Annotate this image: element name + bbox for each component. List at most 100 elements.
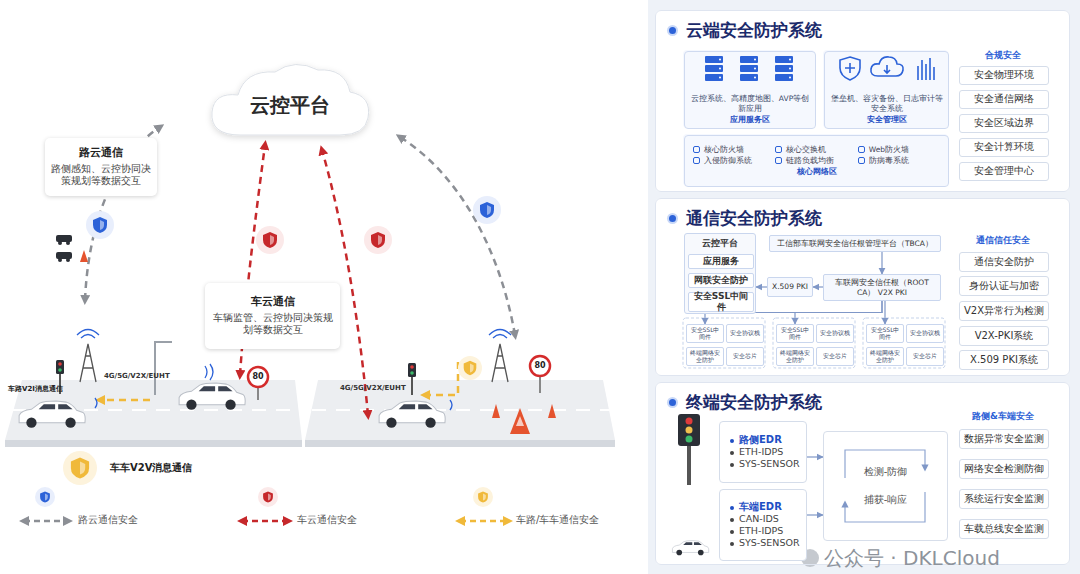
callout-box: 车云通信车辆监管、云控协同决策规划等数据交互 [205,283,340,349]
node-text: 车端EDR [730,501,782,514]
node-text: 安全管理区 [867,115,907,125]
node-text: V2X-PKI系统 [975,330,1034,343]
connector [807,514,823,515]
node-text: 应用服务 [703,256,739,267]
module-box: 安全SSL中间件 [686,324,724,343]
node-text: 云控系统、高精度地图、AVP等创新应用 [690,94,810,113]
node-text: 车载总线安全监测 [964,523,1044,536]
module-box: 终端网络安全防护 [686,347,724,366]
connector [813,286,823,287]
node-text: 安全管理中心 [974,165,1034,178]
node-text: 安全协议栈 [820,330,850,337]
edr-box: 路侧EDRETH-IDPSSYS-SENSOR [719,421,807,483]
item-box: 安全通信网络 [959,90,1049,109]
item-box: 安全管理中心 [959,162,1049,181]
road-label: 车车V2V消息通信 [110,462,192,474]
platform-box: 云控平台应用服务网联安全防护安全SSL中间件 [684,233,756,314]
node-text: 应用服务区 [730,115,770,125]
node-text: 云端安全防护系统 [686,20,822,41]
node-text: 网联安全防护 [694,275,748,286]
node-text: SYS-SENSOR [730,458,800,470]
loop-box: 检测-防御捕获-响应 [823,431,948,541]
pki-box: X.509 PKI [767,277,813,297]
connector [795,301,882,324]
node-text: 安全芯片 [823,353,847,360]
node-text: 网络安全检测防御 [964,463,1044,476]
zone-box: 云控系统、高精度地图、AVP等创新应用应用服务区 [684,51,816,129]
column-heading: 通信信任安全 [958,235,1048,246]
zone-box: 堡垒机、容灾备份、日志审计等安全系统安全管理区 [824,51,949,129]
node-text: 堡垒机、容灾备份、日志审计等安全系统 [830,94,943,113]
node-text: 安全SSL中间件 [688,327,722,340]
item-box: V2X异常行为检测 [959,301,1049,321]
node-text: 安全芯片 [733,353,757,360]
connector [884,301,885,324]
watermark: 公众号 · DKLCloud [824,546,1000,570]
root-ca-box: 车联网安全信任根（ROOT CA） V2X PKI [823,274,941,301]
item-box: 安全计算环境 [959,138,1049,157]
node-text: 路云通信 [79,146,123,160]
node-text: 车云通信 [251,295,295,309]
network-label: 4G/5G/V2X/EUHT [104,372,170,380]
cloud-node: 云控平台 [205,65,375,145]
node-text: Web防火墙 [858,145,940,154]
module-box: 安全SSL中间件 [688,292,754,312]
node-text: 路侧EDR [730,434,782,447]
module-box: 安全协议栈 [906,324,944,343]
node-text: 云控平台 [250,93,330,118]
module-box: 安全SSL中间件 [866,324,904,343]
node-text: 终端安全防护系统 [686,392,822,413]
node-text: V2X异常行为检测 [964,305,1044,318]
node-text: 入侵防御系统 [693,156,775,165]
item-box: 系统运行安全监测 [959,489,1049,509]
item-box: X.509 PKI系统 [959,350,1049,370]
item-box: 网络安全检测防御 [959,459,1049,479]
node-text: 安全SSL中间件 [690,291,752,314]
item-box: V2X-PKI系统 [959,326,1049,346]
legend-text: 车云通信安全 [297,514,357,526]
node-text: 安全区域边界 [974,117,1034,130]
legend-text: 车路/车车通信安全 [516,514,599,526]
node-text: ETH-IDPS [730,525,783,537]
module-box: 终端网络安全防护 [866,347,904,366]
connector [756,286,767,287]
node-text: 车联网安全信任根（ROOT CA） V2X PKI [827,278,937,297]
node-text: 终端网络安全防护 [688,350,722,363]
connector [881,252,882,274]
item-box: 身份认证与加密 [959,276,1049,296]
node-text: 工信部车联网安全信任根管理平台（TBCA） [777,239,933,248]
module-box: 安全协议栈 [816,324,854,343]
node-text: 链路负载均衡 [775,156,857,165]
zone-box: 核心防火墙核心交换机Web防火墙入侵防御系统链路负载均衡防病毒系统核心网络区 [684,135,949,187]
node-text: 安全SSL中间件 [868,327,902,340]
edr-box: 车端EDRCAN-IDSETH-IDPSSYS-SENSOR [719,489,807,561]
node-text: 身份认证与加密 [969,280,1039,293]
node-text: X.509 PKI系统 [970,354,1038,367]
node-text: 车辆监管、云控协同决策规划等数据交互 [211,312,334,338]
node-text: 捕获-响应 [864,494,908,507]
module-box: 应用服务 [688,254,754,269]
item-box: 通信安全防护 [959,252,1049,272]
system-panel: 通信安全防护系统云控平台应用服务网联安全防护安全SSL中间件工信部车联网安全信任… [655,198,1070,376]
connector [807,456,823,457]
module-box: 安全SSL中间件 [776,324,814,343]
node-text: 核心防火墙 [693,145,775,154]
node-text: 安全物理环境 [974,69,1034,82]
item-box: 数据异常安全监测 [959,429,1049,449]
node-text: 安全通信网络 [974,93,1034,106]
node-text: 云控平台 [702,238,738,249]
node-text: 防病毒系统 [858,156,940,165]
node-text: 检测-防御 [864,466,908,479]
column-heading: 路侧&车端安全 [958,411,1048,422]
module-box: 安全芯片 [906,347,944,366]
node-text: 通信安全防护 [974,256,1034,269]
callout-box: 路云通信路侧感知、云控协同决策规划等数据交互 [45,138,157,196]
node-text: 安全芯片 [913,353,937,360]
node-text: 核心网络区 [693,167,940,177]
item-box: 安全区域边界 [959,114,1049,133]
node-text: 终端网络安全防护 [778,350,812,363]
node-text: SYS-SENSOR [730,537,800,549]
column-heading: 合规安全 [958,50,1048,61]
system-panel: 云端安全防护系统云控系统、高精度地图、AVP等创新应用应用服务区堡垒机、容灾备份… [655,10,1070,192]
